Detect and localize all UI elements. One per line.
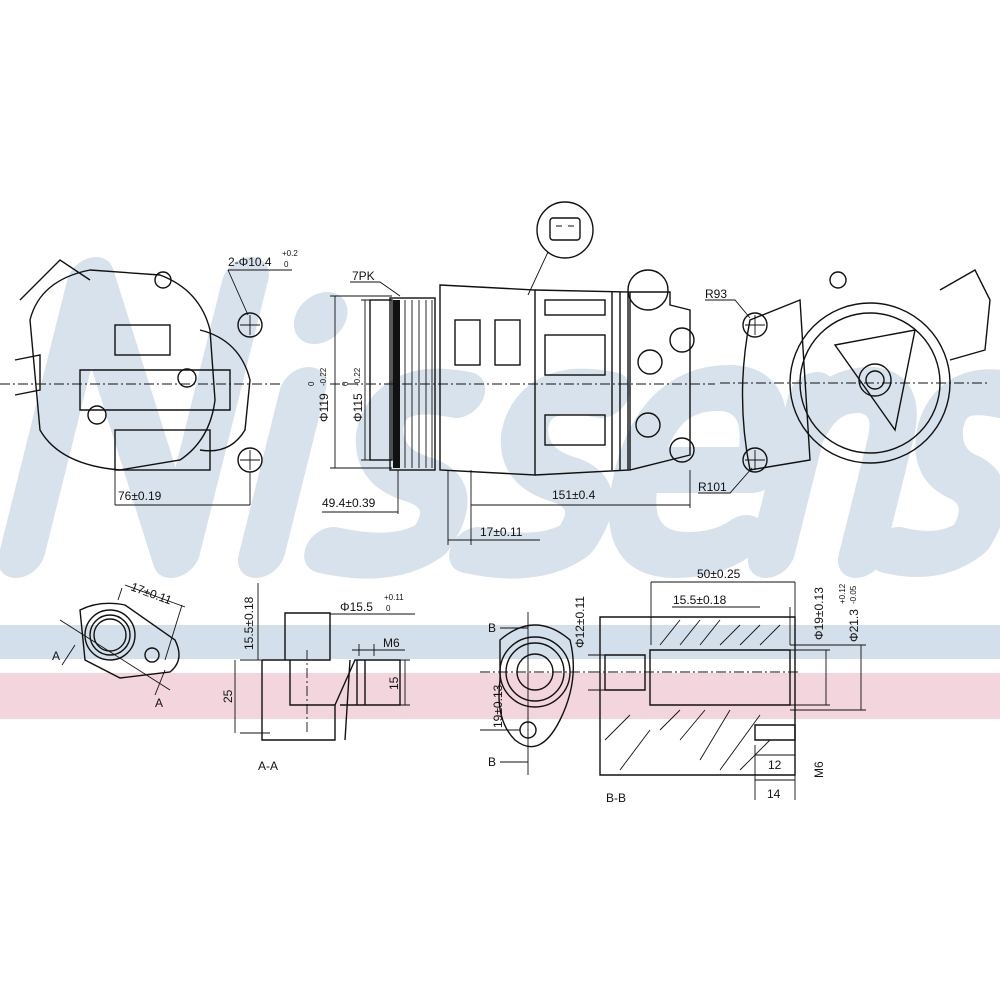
port-b-dia-21-tol-upper: +0.12 [838,583,847,604]
port-b-dia-12-label: Φ12±0.11 [573,596,587,648]
mount-holes-tol-upper: +0.2 [282,249,298,258]
port-a-thread-label: M6 [383,636,400,650]
dia-119-tol-upper: 0 [307,381,316,386]
section-b-mark-bottom: B [488,755,496,769]
radius-101-label: R101 [698,480,727,494]
dia-119-tol-lower: -0.22 [319,367,328,386]
dim-17-label: 17±0.11 [480,525,523,539]
port-a-dim-17-label: 17±0.11 [129,580,174,608]
mount-holes-tol-lower: 0 [284,260,289,269]
dim-49-label: 49.4±0.39 [322,496,376,510]
watermark [0,257,1000,719]
dim-151-label: 151±0.4 [552,488,596,502]
radius-93-label: R93 [705,287,727,301]
dia-115-label: Φ115 [351,393,365,422]
section-a-a-label: A-A [258,759,278,773]
compressor-side-view [322,269,715,545]
port-a-view [59,584,186,696]
port-b-view [480,612,590,775]
section-a-a [234,583,415,741]
port-b-dim-15-5-label: 15.5±0.18 [673,593,727,607]
dia-115-tol-upper: 0 [341,381,350,386]
port-a-dia-tol-lower: 0 [386,604,391,613]
port-b-thread-label: M6 [812,761,826,778]
section-b-b-label: B-B [606,791,626,805]
section-a-mark-bottom: A [155,696,163,710]
port-b-dim-19-label: 19±0.13 [491,684,505,728]
port-a-dim-15-5-label: 15.5±0.18 [242,596,256,650]
port-a-dia-15-5-label: Φ15.5 [340,600,373,614]
compressor-rear-view [0,259,292,506]
dia-119-label: Φ119 [317,393,331,422]
port-b-dim-14-label: 14 [767,787,781,801]
dia-115-tol-lower: -0.22 [353,367,362,386]
belt-label: 7PK [352,269,375,283]
section-b-b [588,581,866,800]
watermark-logo [0,257,1000,579]
compressor-front-view [698,269,991,494]
section-a-mark-top: A [52,649,60,663]
port-b-dia-21-tol-lower: -0.05 [849,585,858,604]
port-b-dia-21-3-label: Φ21.3 [847,609,861,642]
section-b-mark-top: B [488,621,496,635]
port-a-dia-tol-upper: +0.11 [384,593,404,602]
connector-detail [527,201,594,296]
port-a-dim-25-label: 25 [221,689,235,703]
port-b-dim-50-label: 50±0.25 [697,567,741,581]
dim-76-label: 76±0.19 [118,489,162,503]
port-a-dim-15-label: 15 [387,676,401,690]
mount-holes-label: 2-Φ10.4 [228,255,272,269]
port-b-dia-19-label: Φ19±0.13 [812,587,826,640]
port-b-dim-12-label: 12 [768,758,782,772]
